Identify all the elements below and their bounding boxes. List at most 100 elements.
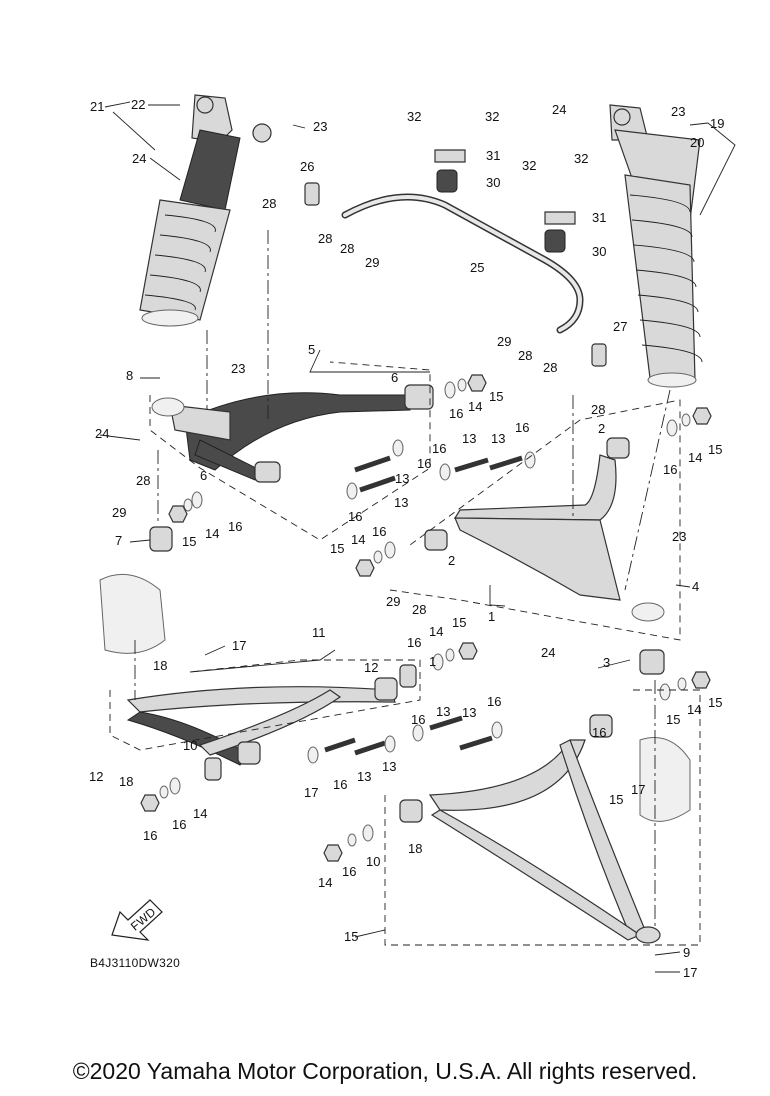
callout-23: 23 <box>672 529 686 544</box>
callout-28: 28 <box>318 231 332 246</box>
callout-18: 12 <box>89 769 103 784</box>
fwd-arrow: FWD <box>111 899 163 941</box>
callout-29: 29 <box>386 594 400 609</box>
callout-17: 18 <box>119 774 133 789</box>
callout-14: 14 <box>351 532 365 547</box>
callout-28: 28 <box>412 602 426 617</box>
callout-15: 15 <box>666 712 680 727</box>
callout-13: 13 <box>491 431 505 446</box>
callout-16: 16 <box>407 635 421 650</box>
callout-14: 14 <box>429 624 443 639</box>
knuckle-left <box>99 573 166 654</box>
callout-16: 10 <box>366 854 380 869</box>
callout-5: 5 <box>308 342 315 357</box>
callout-14: 14 <box>468 399 482 414</box>
callout-14: 14 <box>688 450 702 465</box>
callout-15: 15 <box>330 541 344 556</box>
callout-14: 14 <box>205 526 219 541</box>
callout-18: 17 <box>631 782 645 797</box>
callout-16: 16 <box>487 694 501 709</box>
callout-32: 32 <box>407 109 421 124</box>
shock-absorber-right <box>609 104 703 388</box>
callout-13: 13 <box>357 769 371 784</box>
callout-16: 16 <box>432 441 446 456</box>
callout-8: 8 <box>126 368 133 383</box>
callout-13: 16 <box>333 777 347 792</box>
ball-joint-3 <box>639 649 665 675</box>
knuckle-right <box>639 737 691 822</box>
callout-16: 13 <box>382 759 396 774</box>
callout-28: 28 <box>340 241 354 256</box>
callout-labels: 21 22 23 24 26 28 28 28 29 32 32 31 30 3… <box>89 97 724 980</box>
callout-29: 29 <box>497 334 511 349</box>
callout-16: 16 <box>372 524 386 539</box>
leader-lines <box>99 101 736 973</box>
callout-15: 16 <box>143 828 157 843</box>
stabilizer-bar <box>304 149 607 367</box>
callout-15: 14 <box>318 875 332 890</box>
callout-26: 26 <box>300 159 314 174</box>
callout-13: 13 <box>462 705 476 720</box>
bolts <box>324 455 523 756</box>
callout-13: 13 <box>395 471 409 486</box>
callout-25: 25 <box>470 260 484 275</box>
drawing-code: B4J3110DW320 <box>90 956 180 970</box>
callout-16: 17 <box>304 785 318 800</box>
washers-and-nuts <box>140 374 712 862</box>
callout-23: 23 <box>671 104 685 119</box>
callout-28: 28 <box>591 402 605 417</box>
callout-28: 28 <box>543 360 557 375</box>
callout-17: 17 <box>232 638 246 653</box>
callout-16: 16 <box>228 519 242 534</box>
callout-18: 17 <box>683 965 697 980</box>
lower-arm-left <box>126 664 417 781</box>
callout-6: 6 <box>200 468 207 483</box>
callout-15: 15 <box>182 534 196 549</box>
callout-10: 16 <box>592 725 606 740</box>
callout-15: 15 <box>708 695 722 710</box>
callout-24: 24 <box>95 426 109 441</box>
callout-12: 12 <box>364 660 378 675</box>
callout-27: 27 <box>613 319 627 334</box>
callout-22: 22 <box>131 97 145 112</box>
callout-18: 18 <box>153 658 167 673</box>
callout-28: 28 <box>262 196 276 211</box>
callout-16: 16 <box>417 456 431 471</box>
callout-12: 10 <box>183 738 197 753</box>
callout-13: 13 <box>462 431 476 446</box>
callout-17: 15 <box>609 792 623 807</box>
callout-3: 3 <box>603 655 610 670</box>
callout-9: 15 <box>344 929 358 944</box>
callout-31: 31 <box>592 210 606 225</box>
callout-16: 16 <box>348 509 362 524</box>
callout-31: 31 <box>486 148 500 163</box>
callout-14: 14 <box>687 702 701 717</box>
callout-20: 20 <box>690 135 704 150</box>
callout-30: 30 <box>592 244 606 259</box>
callout-19: 19 <box>710 116 724 131</box>
callout-16: 16 <box>449 406 463 421</box>
callout-15: 15 <box>452 615 466 630</box>
callout-16: 16 <box>411 712 425 727</box>
callout-23: 23 <box>313 119 327 134</box>
callout-28: 28 <box>136 473 150 488</box>
callout-15: 15 <box>708 442 722 457</box>
callout-1: 1 <box>429 654 436 669</box>
callout-23: 23 <box>231 361 245 376</box>
lower-arm-right <box>399 714 661 944</box>
callout-29: 29 <box>365 255 379 270</box>
shock-absorber-left <box>139 94 272 327</box>
callout-17: 9 <box>683 945 690 960</box>
callout-15: 15 <box>489 389 503 404</box>
callout-29: 29 <box>112 505 126 520</box>
callout-10: 18 <box>408 841 422 856</box>
callout-16: 16 <box>515 420 529 435</box>
copyright-notice: ©2020 Yamaha Motor Corporation, U.S.A. A… <box>72 1058 698 1084</box>
callout-28: 28 <box>518 348 532 363</box>
upper-arm-left <box>151 384 434 483</box>
callout-6: 6 <box>391 370 398 385</box>
callout-32: 32 <box>485 109 499 124</box>
callout-30: 30 <box>486 175 500 190</box>
